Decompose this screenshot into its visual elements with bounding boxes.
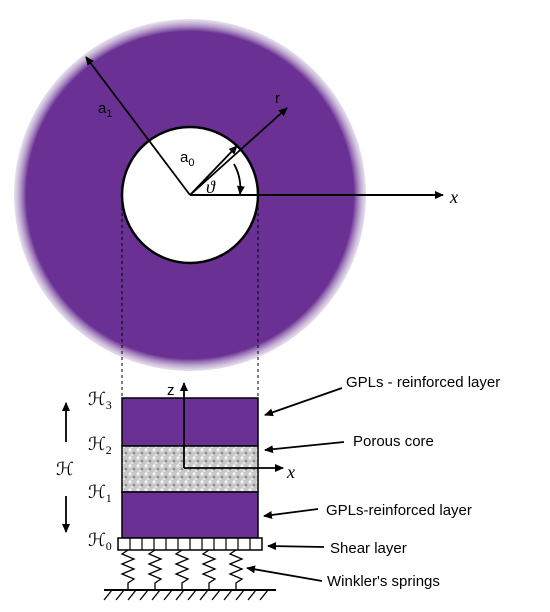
callout-arrow-shear (267, 542, 325, 551)
inner-radius-label: a0 (180, 149, 194, 169)
interface-label-h2: ℋ2 (88, 434, 112, 457)
callout-arrow-core (264, 441, 345, 454)
x-axis-label: x (449, 187, 458, 207)
callout-bottom-layer: GPLs-reinforced layer (326, 502, 472, 519)
outer-radius-arrow (85, 56, 191, 196)
callout-springs: Winkler's springs (327, 573, 440, 590)
section-x-axis-label: x (286, 462, 295, 482)
callout-arrow-bottom-layer (263, 508, 319, 519)
angle-arc (233, 163, 245, 195)
bottom-gpl-layer (121, 491, 259, 539)
z-axis-label: z (167, 382, 175, 399)
angle-label: ϑ (206, 177, 216, 197)
callout-top-layer: GPLs - reinforced layer (346, 374, 500, 391)
interface-label-h1: ℋ1 (88, 482, 112, 505)
thickness-label: ℋ (56, 459, 74, 479)
callout-arrow-springs (246, 565, 323, 582)
porous-core (121, 445, 259, 493)
top-gpl-layer (121, 397, 259, 447)
outer-radius-label: a1 (98, 100, 112, 120)
radial-axis-label: r (275, 90, 280, 107)
winkler-springs (120, 549, 244, 590)
callout-core: Porous core (353, 433, 434, 450)
interface-label-h3: ℋ3 (88, 389, 112, 412)
interface-label-h0: ℋ0 (88, 530, 112, 553)
radial-axis-arrow (189, 107, 288, 196)
callout-arrow-top-layer (264, 387, 343, 417)
callout-shear: Shear layer (330, 540, 407, 557)
shear-layer (117, 537, 263, 551)
ground-hatching (103, 589, 276, 601)
